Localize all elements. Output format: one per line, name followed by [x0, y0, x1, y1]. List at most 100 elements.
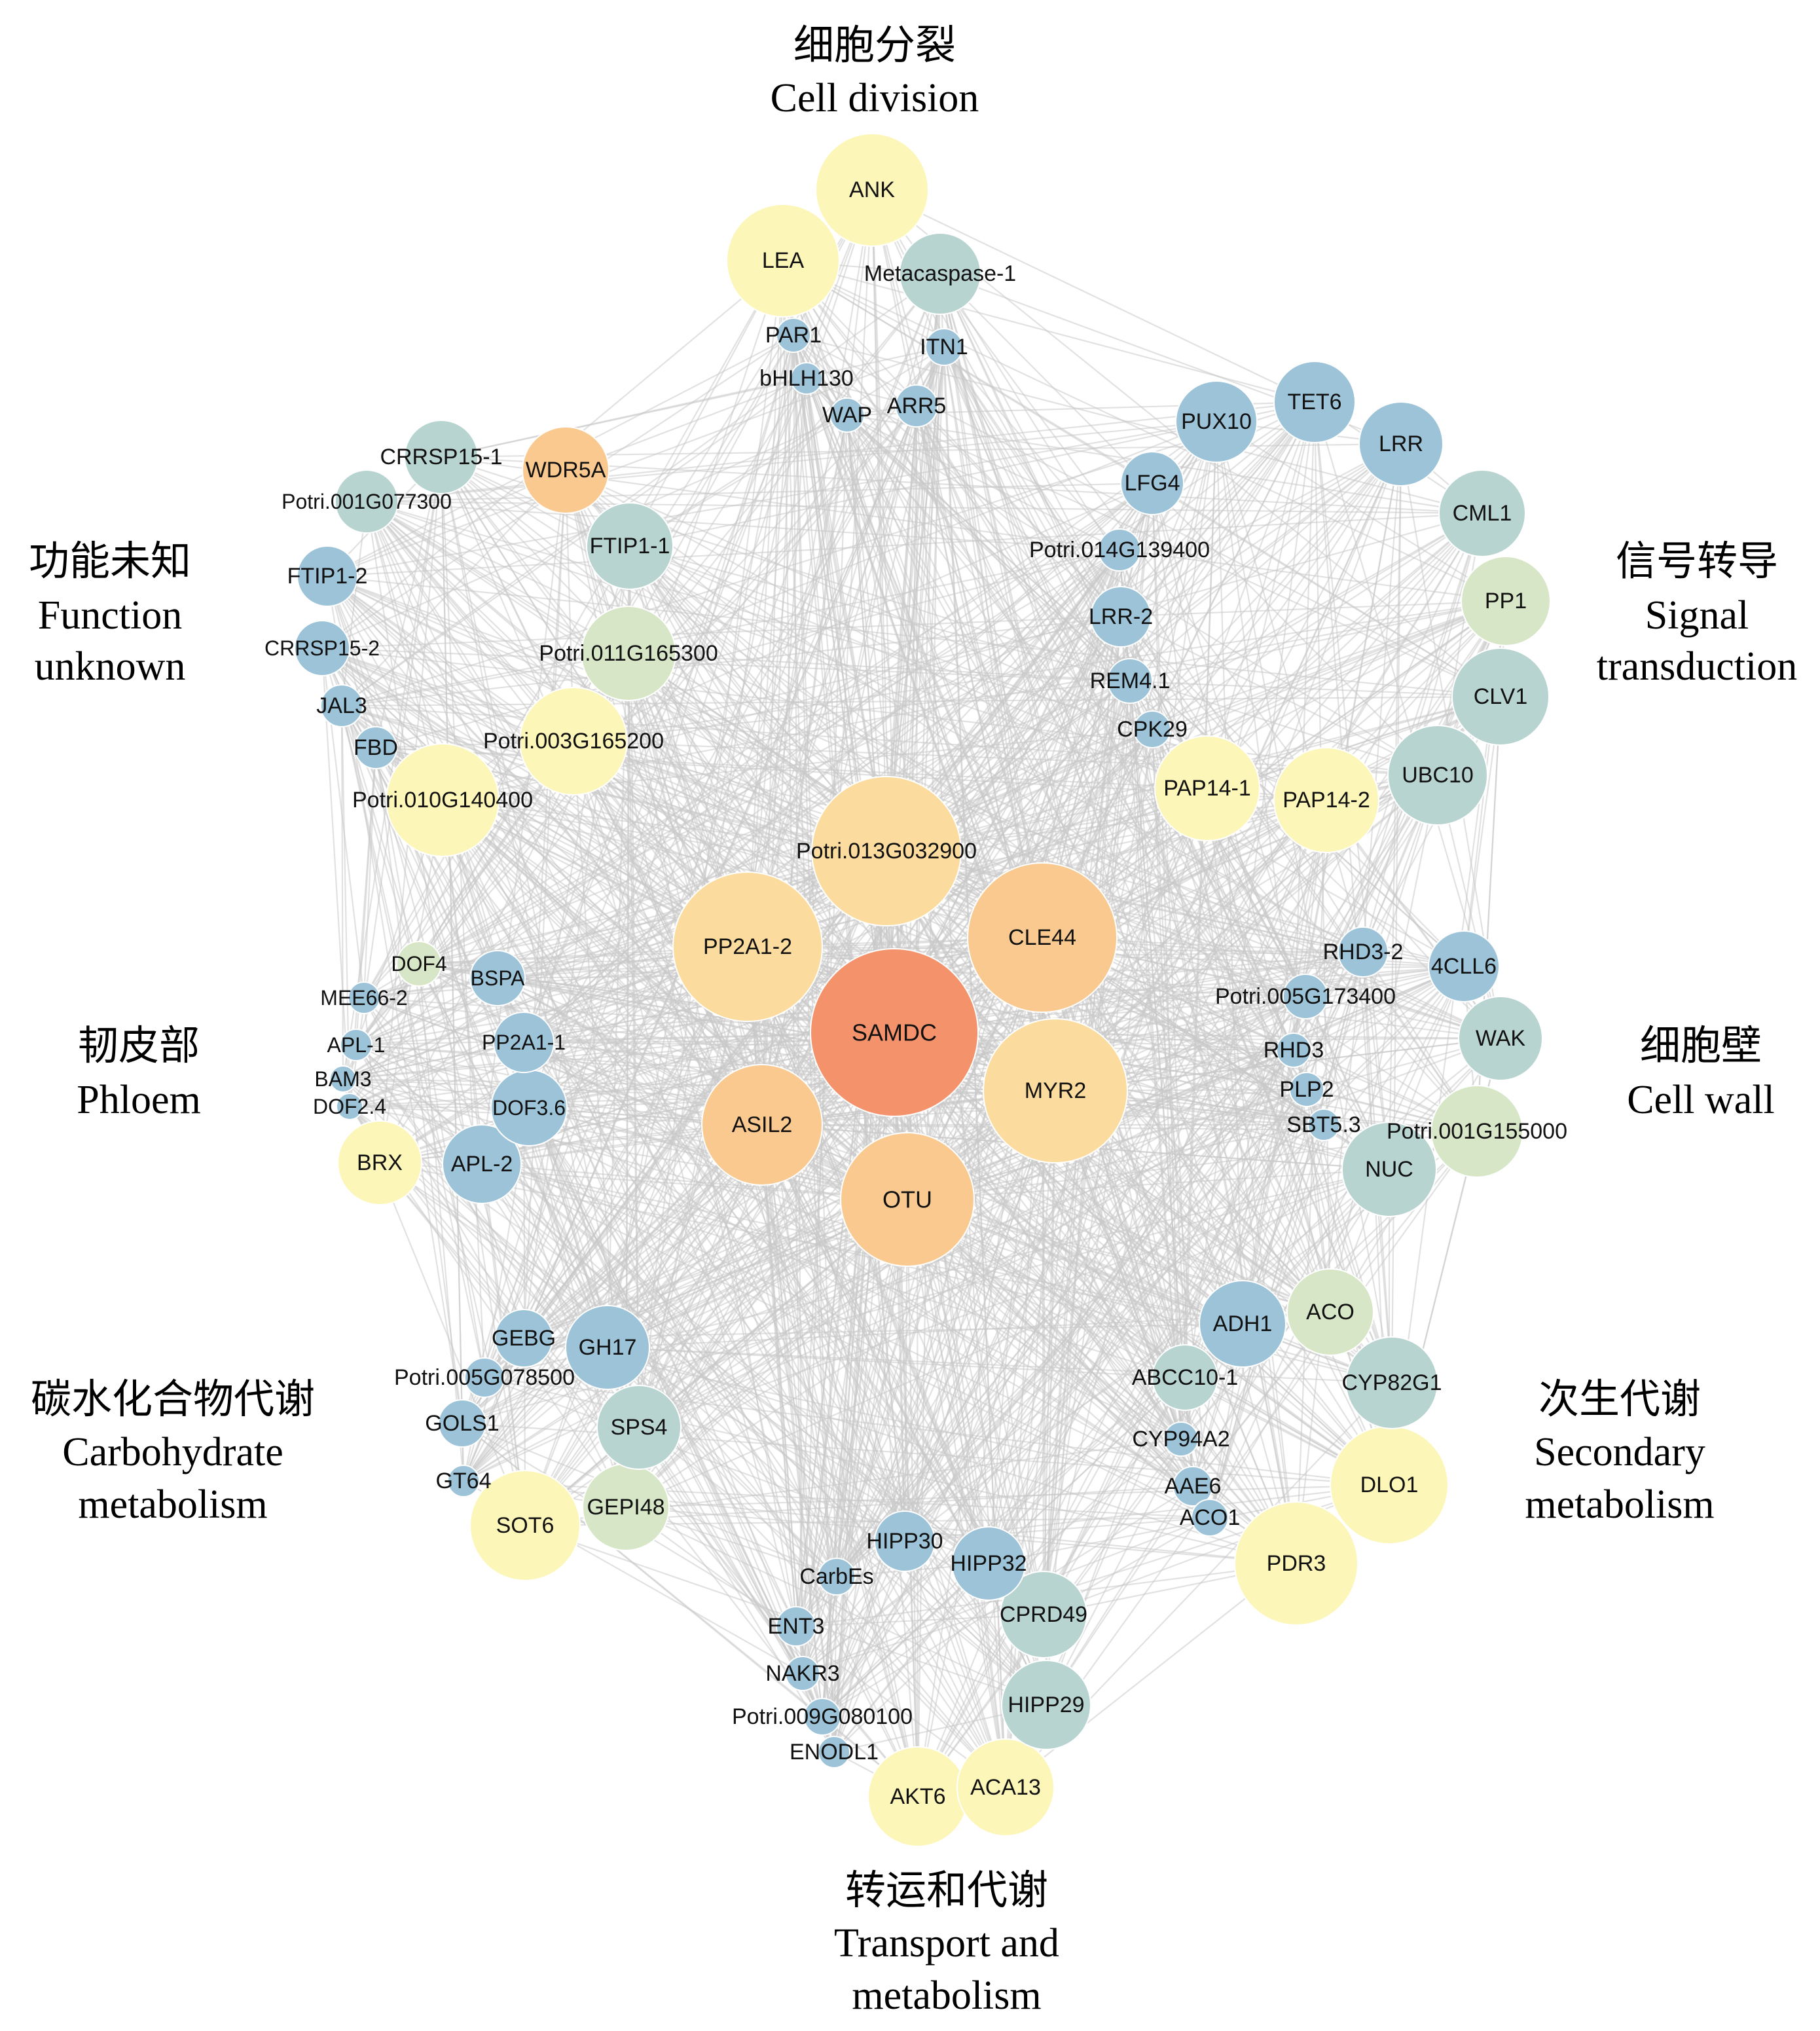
gene-node-clv1[interactable] [1451, 648, 1550, 746]
gene-node-jal3[interactable] [320, 684, 363, 727]
gene-node-rem4-1[interactable] [1107, 658, 1153, 704]
gene-node-cprd49[interactable] [1000, 1571, 1087, 1658]
gene-node-circle[interactable] [701, 1064, 823, 1186]
gene-node-circle[interactable] [1199, 1280, 1286, 1368]
gene-node-nuc[interactable] [1341, 1122, 1437, 1217]
gene-node-circle[interactable] [1289, 1072, 1324, 1107]
gene-node-circle[interactable] [1461, 556, 1551, 646]
gene-node-cyp94a2[interactable] [1163, 1421, 1199, 1457]
gene-node-potri-003g165200[interactable] [519, 687, 628, 796]
gene-node-circle[interactable] [386, 743, 500, 857]
gene-node-pdr3[interactable] [1234, 1501, 1358, 1626]
gene-node-potri-009g080100[interactable] [803, 1698, 841, 1736]
gene-node-potri-001g077300[interactable] [335, 469, 399, 534]
gene-node-bspa[interactable] [469, 950, 526, 1006]
gene-node-circle[interactable] [899, 232, 981, 315]
gene-node-circle[interactable] [956, 1738, 1055, 1837]
gene-node-par1[interactable] [776, 318, 811, 353]
gene-node-circle[interactable] [1001, 1660, 1091, 1750]
gene-node-circle[interactable] [803, 1698, 841, 1736]
gene-node-crrsp15-2[interactable] [294, 620, 350, 676]
gene-node-circle[interactable] [335, 469, 399, 534]
gene-node-circle[interactable] [811, 776, 962, 926]
gene-node-circle[interactable] [581, 606, 676, 701]
gene-node-ubc10[interactable] [1387, 725, 1488, 826]
gene-node-hipp30[interactable] [874, 1510, 936, 1572]
gene-node-circle[interactable] [354, 726, 397, 769]
gene-node-ent3[interactable] [776, 1606, 816, 1647]
gene-node-potri-014g139400[interactable] [1098, 528, 1141, 572]
gene-node-pux10[interactable] [1175, 380, 1258, 463]
gene-node-wak[interactable] [1458, 996, 1543, 1081]
gene-node-circle[interactable] [840, 1132, 975, 1267]
gene-node-itn1[interactable] [925, 328, 963, 366]
gene-node-circle[interactable] [1338, 926, 1389, 978]
gene-node-circle[interactable] [1163, 1421, 1199, 1457]
gene-node-asil2[interactable] [701, 1064, 823, 1186]
gene-node-circle[interactable] [951, 1526, 1026, 1601]
gene-node-apl-2[interactable] [442, 1124, 522, 1204]
gene-node-otu[interactable] [840, 1132, 975, 1267]
gene-node-circle[interactable] [1276, 1033, 1311, 1068]
gene-node-circle[interactable] [1430, 1085, 1523, 1178]
gene-node-aco1[interactable] [1191, 1499, 1229, 1537]
gene-node-circle[interactable] [596, 1385, 682, 1470]
gene-node-carbes[interactable] [818, 1558, 856, 1596]
gene-node-cyp82g1[interactable] [1345, 1336, 1438, 1429]
gene-node-circle[interactable] [1428, 930, 1500, 1002]
gene-node-lrr-2[interactable] [1090, 586, 1152, 648]
gene-node-ftip1-2[interactable] [297, 545, 358, 607]
gene-node-circle[interactable] [967, 862, 1118, 1013]
gene-node-tet6[interactable] [1273, 361, 1356, 443]
gene-node-circle[interactable] [294, 620, 350, 676]
gene-node-dof2-4[interactable] [336, 1093, 363, 1120]
gene-node-circle[interactable] [340, 1029, 373, 1061]
gene-node-circle[interactable] [297, 545, 358, 607]
gene-node-circle[interactable] [493, 1012, 555, 1073]
gene-node-plp2[interactable] [1289, 1072, 1324, 1107]
gene-node-arr5[interactable] [895, 384, 938, 428]
gene-node-lea[interactable] [726, 204, 840, 318]
gene-node-circle[interactable] [1345, 1336, 1438, 1429]
gene-node-circle[interactable] [1451, 648, 1550, 746]
gene-node-myr2[interactable] [983, 1018, 1128, 1163]
gene-node-circle[interactable] [522, 426, 610, 514]
gene-node-cle44[interactable] [967, 862, 1118, 1013]
gene-node-circle[interactable] [1286, 1268, 1374, 1356]
gene-node-circle[interactable] [348, 981, 380, 1014]
gene-node-circle[interactable] [1107, 658, 1153, 704]
gene-node-circle[interactable] [672, 871, 823, 1022]
gene-node-circle[interactable] [818, 1558, 856, 1596]
gene-node-fbd[interactable] [354, 726, 397, 769]
gene-node-aco[interactable] [1286, 1268, 1374, 1356]
gene-node-pap14-1[interactable] [1154, 735, 1260, 841]
gene-node-circle[interactable] [1120, 451, 1184, 515]
gene-node-bam3[interactable] [329, 1065, 357, 1093]
gene-node-rhd3[interactable] [1276, 1033, 1311, 1068]
gene-node-circle[interactable] [1098, 528, 1141, 572]
gene-node-ank[interactable] [815, 133, 929, 247]
gene-node-aae6[interactable] [1173, 1466, 1213, 1507]
gene-node-circle[interactable] [1175, 380, 1258, 463]
gene-node-circle[interactable] [983, 1018, 1128, 1163]
gene-node-circle[interactable] [1152, 1344, 1218, 1411]
gene-node-sot6[interactable] [469, 1470, 581, 1581]
gene-node-circle[interactable] [815, 133, 929, 247]
gene-node-circle[interactable] [1090, 586, 1152, 648]
gene-node-apl-1[interactable] [340, 1029, 373, 1061]
gene-node-circle[interactable] [586, 502, 674, 590]
gene-node-mee66-2[interactable] [348, 981, 380, 1014]
gene-node-pp2a1-2[interactable] [672, 871, 823, 1022]
gene-node-pap14-2[interactable] [1273, 747, 1379, 853]
gene-node-circle[interactable] [320, 684, 363, 727]
gene-node-potri-001g155000[interactable] [1430, 1085, 1523, 1178]
gene-node-circle[interactable] [447, 1465, 480, 1497]
gene-node-circle[interactable] [469, 1470, 581, 1581]
gene-node-circle[interactable] [810, 948, 979, 1117]
gene-node-circle[interactable] [818, 1736, 850, 1768]
gene-node-cpk29[interactable] [1133, 710, 1171, 748]
gene-node-crrsp15-1[interactable] [404, 420, 479, 494]
gene-node-circle[interactable] [1273, 361, 1356, 443]
gene-node-gebg[interactable] [494, 1309, 553, 1368]
gene-node-circle[interactable] [565, 1305, 650, 1390]
